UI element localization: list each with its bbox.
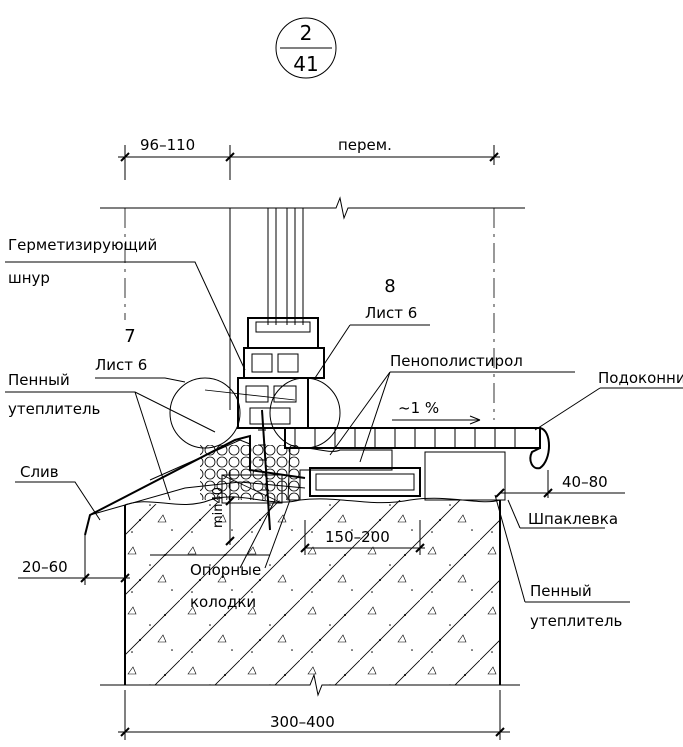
label-polystyrene: Пенополистирол xyxy=(390,352,523,370)
foam-insulation-under-sill xyxy=(200,445,506,501)
detail-7-circle xyxy=(169,377,241,449)
label-foam-insulation-right-line2: утеплитель xyxy=(530,612,622,630)
dim-drip-offset-group xyxy=(18,535,130,585)
callout-7-number: 7 xyxy=(124,326,135,347)
label-sealing-cord-line2: шнур xyxy=(8,269,50,287)
dim-drip-offset: 20–60 xyxy=(22,558,68,576)
top-dimensions: 96–110 перем. xyxy=(118,136,500,180)
label-sealing-cord-line1: Герметизирующий xyxy=(8,236,157,254)
dim-slope: ~1 % xyxy=(398,399,439,417)
dim-insulation-gap-group xyxy=(300,520,425,555)
dim-insulation-gap: 150–200 xyxy=(325,528,390,546)
drip-sill xyxy=(84,434,306,536)
detail-8-circle xyxy=(269,377,341,449)
window-sill-board xyxy=(284,427,550,470)
label-putty: Шпаклевка xyxy=(528,510,618,528)
window-frame xyxy=(229,208,325,429)
dim-wall-depth: 300–400 xyxy=(270,713,335,731)
dim-min-depth-group xyxy=(225,470,235,546)
polystyrene-block xyxy=(309,467,421,497)
dim-wall-depth-group xyxy=(118,690,510,740)
dim-min-depth: min40 xyxy=(211,487,226,528)
callout-8-number: 8 xyxy=(384,276,395,297)
label-support-blocks-line2: колодки xyxy=(190,593,256,611)
callout-7-sheet: Лист 6 xyxy=(95,356,147,374)
dim-frame-width: 96–110 xyxy=(140,136,195,154)
leader-lines xyxy=(5,261,683,603)
dim-variable-width: перем. xyxy=(338,136,392,154)
sheet-reference-marker: 2 41 xyxy=(275,17,337,79)
sheet-ref-number: 2 xyxy=(300,21,313,45)
label-support-blocks-line1: Опорные xyxy=(190,561,261,579)
support-blocks xyxy=(221,474,283,504)
label-foam-insulation-left-line2: утеплитель xyxy=(8,400,100,418)
label-foam-insulation-right-line1: Пенный xyxy=(530,582,592,600)
label-foam-insulation-left-line1: Пенный xyxy=(8,371,70,389)
dim-sill-overhang: 40–80 xyxy=(562,473,608,491)
wall-top-break-line xyxy=(100,196,525,220)
concrete-wall xyxy=(100,496,520,697)
dim-sill-overhang-group xyxy=(495,470,625,498)
sheet-ref-sheet: 41 xyxy=(293,52,318,76)
slope-arrow xyxy=(392,415,481,425)
callout-8-sheet: Лист 6 xyxy=(365,304,417,322)
label-window-sill: Подоконник xyxy=(598,369,683,387)
label-drip: Слив xyxy=(20,463,59,481)
